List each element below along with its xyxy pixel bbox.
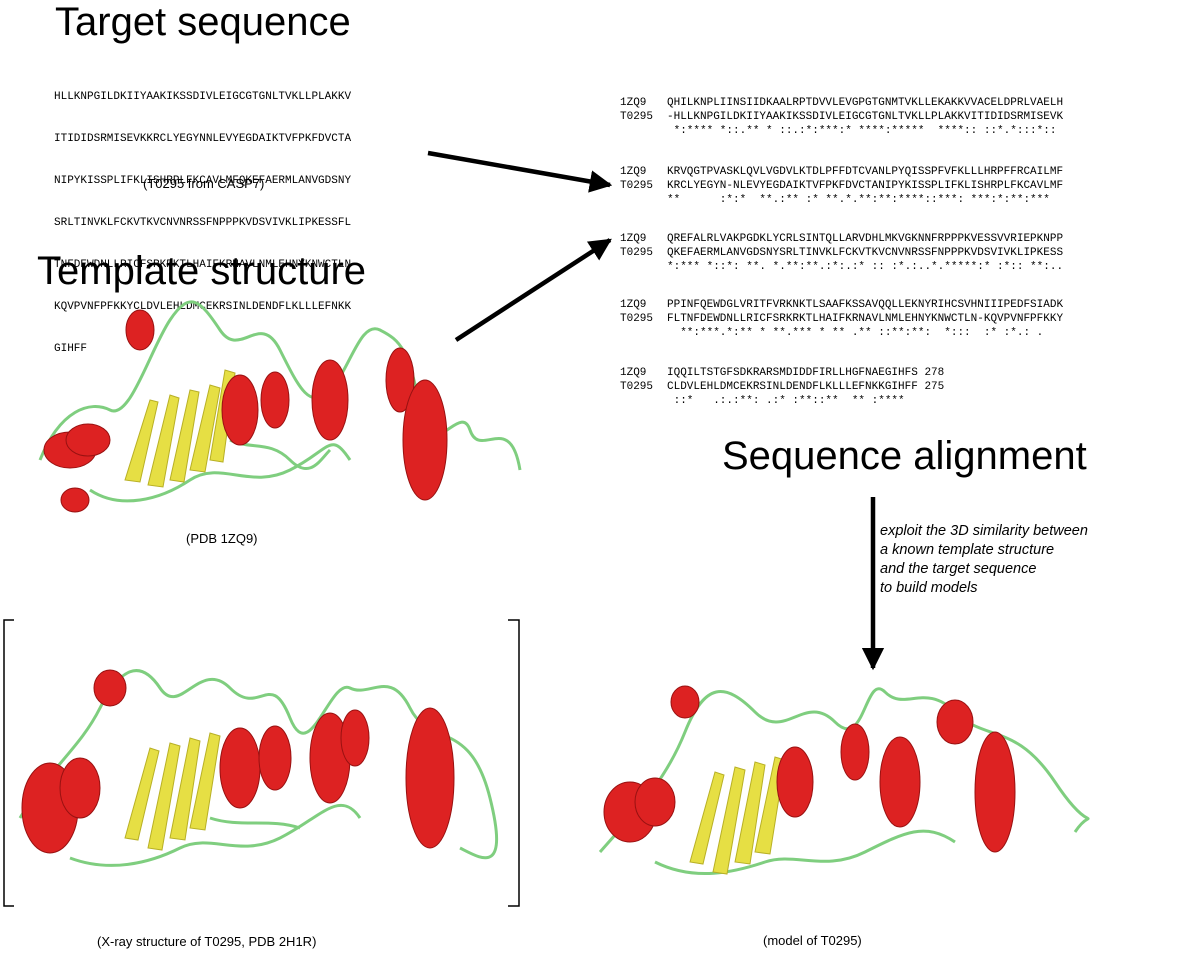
arrow-template-to-alignment [454, 238, 612, 342]
alignment-name: T0295 [620, 381, 654, 393]
alignment-sequence: IQQILTSTGFSDKRARSMDIDDFIRLLHGFNAEGIHFS [667, 367, 918, 379]
right-bracket [508, 619, 520, 907]
sequence-line: SRLTINVKLFCKVTKVCNVNRSSFNPPPKVDSVIVKLIPK… [54, 217, 352, 229]
template-structure-image [38, 300, 522, 513]
alignment-consensus: **:***.*:** * **.*** * ** .** ::**:**: *… [667, 327, 1044, 339]
arrow-sequence-to-alignment [427, 150, 613, 193]
alignment-position: 278 [924, 367, 945, 379]
model-caption: (model of T0295) [763, 933, 862, 948]
alignment-name: T0295 [620, 247, 654, 259]
template-caption: (PDB 1ZQ9) [186, 531, 258, 546]
alignment-name: 1ZQ9 [620, 299, 647, 311]
note-line: and the target sequence [880, 561, 1037, 577]
note-line: exploit the 3D similarity between [880, 523, 1088, 539]
alignment-sequence: -HLLKNPGILDKIIYAAKIKSSDIVLEIGCGTGNLTVKLL… [667, 111, 1064, 123]
alignment-block: 1ZQ9 IQQILTSTGFSDKRARSMDIDDFIRLLHGFNAEGIH… [620, 366, 944, 408]
alignment-consensus: *:*** *::*: **. *.**:**.:*:.:* :: :*.:..… [667, 261, 1064, 273]
alignment-name: 1ZQ9 [620, 233, 647, 245]
alignment-sequence: KRCLYEGYN-NLEVYEGDAIKTVFPKFDVCTANIPYKISS… [667, 180, 1064, 192]
note-line: a known template structure [880, 542, 1055, 558]
alignment-position: 275 [924, 381, 945, 393]
sequence-line: HLLKNPGILDKIIYAAKIKSSDIVLEIGCGTGNLTVKLLP… [54, 91, 352, 103]
alignment-name: T0295 [620, 180, 654, 192]
xray-structure-image [18, 669, 499, 867]
note-line: to build models [880, 580, 978, 596]
alignment-block: 1ZQ9 KRVQGTPVASKLQVLVGDVLKTDLPFFDTCVANLPY… [620, 165, 1200, 207]
method-note: exploit the 3D similarity between a know… [880, 522, 1088, 598]
alignment-sequence: FLTNFDEWDNLLRICFSRKRKTLHAIFKRNAVLNMLEHNY… [667, 313, 1064, 325]
alignment-block: 1ZQ9 QREFALRLVAKPGDKLYCRLSINTQLLARVDHLMKV… [620, 232, 1200, 274]
alignment-sequence: PPINFQEWDGLVRITFVRKNKTLSAAFKSSAVQQLLEKNY… [667, 299, 1064, 311]
target-sequence-heading: Target sequence [55, 0, 351, 44]
alignment-name: T0295 [620, 313, 654, 325]
alignment-name: T0295 [620, 111, 654, 123]
sequence-alignment-heading: Sequence alignment [722, 434, 1087, 478]
alignment-sequence: QREFALRLVAKPGDKLYCRLSINTQLLARVDHLMKVGKNN… [667, 233, 1064, 245]
alignment-consensus: *:**** *::.** * ::.:*:***:* ****:***** *… [667, 125, 1057, 137]
alignment-name: 1ZQ9 [620, 367, 647, 379]
sequence-line: ITIDIDSRMISEVKKRCLYEGYNNLEVYEGDAIKTVFPKF… [54, 133, 352, 145]
model-structure-image [598, 685, 1090, 875]
left-bracket [3, 619, 14, 907]
alignment-sequence: KRVQGTPVASKLQVLVGDVLKTDLPFFDTCVANLPYQISS… [667, 166, 1064, 178]
alignment-sequence: CLDVLEHLDMCEKRSINLDENDFLKLLLEFNKKGIHFF [667, 381, 918, 393]
alignment-consensus: ::* .:.:**: .:* :**::** ** :**** [667, 395, 905, 407]
sequence-line: GIHFF [54, 343, 88, 355]
sequence-line: NIPYKISSPLIFKLISHRPLFKCAVLMFQKEFAERMLANV… [54, 175, 352, 187]
alignment-sequence: QKEFAERMLANVGDSNYSRLTINVKLFCKVTKVCNVNRSS… [667, 247, 1064, 259]
alignment-block: 1ZQ9 PPINFQEWDGLVRITFVRKNKTLSAAFKSSAVQQLL… [620, 298, 1200, 340]
alignment-name: 1ZQ9 [620, 166, 647, 178]
alignment-sequence: QHILKNPLIINSIIDKAALRPTDVVLEVGPGTGNMTVKLL… [667, 97, 1064, 109]
alignment-consensus: ** :*:* **.:** :* **.*.**:**:****::***: … [667, 194, 1050, 206]
sequence-line: TNFDEWDNLLRICFSRKRKTLHAIFKRNAVLNMLEHNYKN… [54, 259, 352, 271]
template-structure-heading: Template structure [37, 249, 367, 293]
alignment-name: 1ZQ9 [620, 97, 647, 109]
xray-caption: (X-ray structure of T0295, PDB 2H1R) [97, 934, 317, 949]
alignment-block: 1ZQ9 QHILKNPLIINSIIDKAALRPTDVVLEVGPGTGNMT… [620, 96, 1200, 138]
target-caption: (T0295 from CASP7) [143, 176, 265, 191]
